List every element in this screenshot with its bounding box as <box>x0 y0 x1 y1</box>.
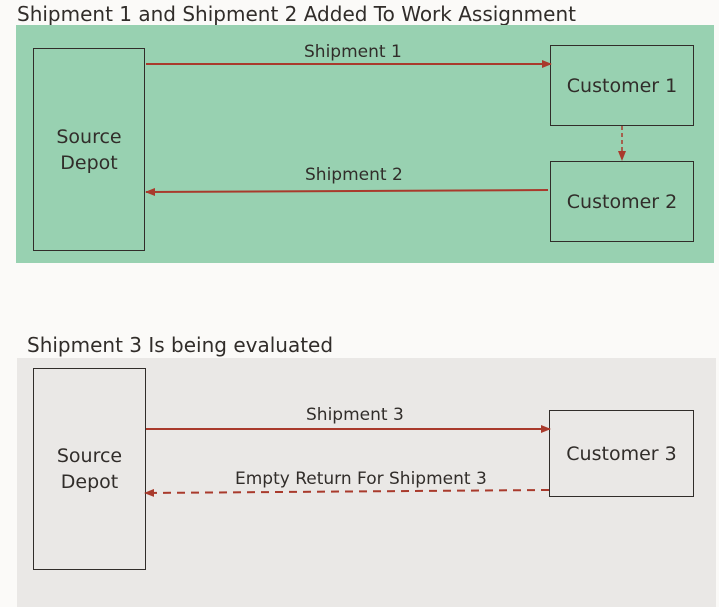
depot-label-line1: Source <box>56 445 123 467</box>
depot-label-line1: Source <box>56 125 122 148</box>
depot-label-line2: Depot <box>60 151 118 174</box>
diagram2-title: Shipment 3 Is being evaluated <box>27 333 334 357</box>
empty-return-label: Empty Return For Shipment 3 <box>235 469 487 489</box>
empty-return-arrow <box>144 488 550 497</box>
diagram1-title: Shipment 1 and Shipment 2 Added To Work … <box>17 2 576 26</box>
shipment-2-label: Shipment 2 <box>305 165 403 185</box>
customer-3-node: Customer 3 <box>549 410 694 497</box>
customer-1-node: Customer 1 <box>550 45 694 126</box>
customer-2-node: Customer 2 <box>550 161 694 242</box>
shipment-2-arrow <box>145 187 549 196</box>
shipment-3-label: Shipment 3 <box>306 405 404 425</box>
depot-label-line2: Depot <box>60 471 119 493</box>
shipment-1-label: Shipment 1 <box>304 42 402 62</box>
diagram2-panel <box>17 358 716 607</box>
